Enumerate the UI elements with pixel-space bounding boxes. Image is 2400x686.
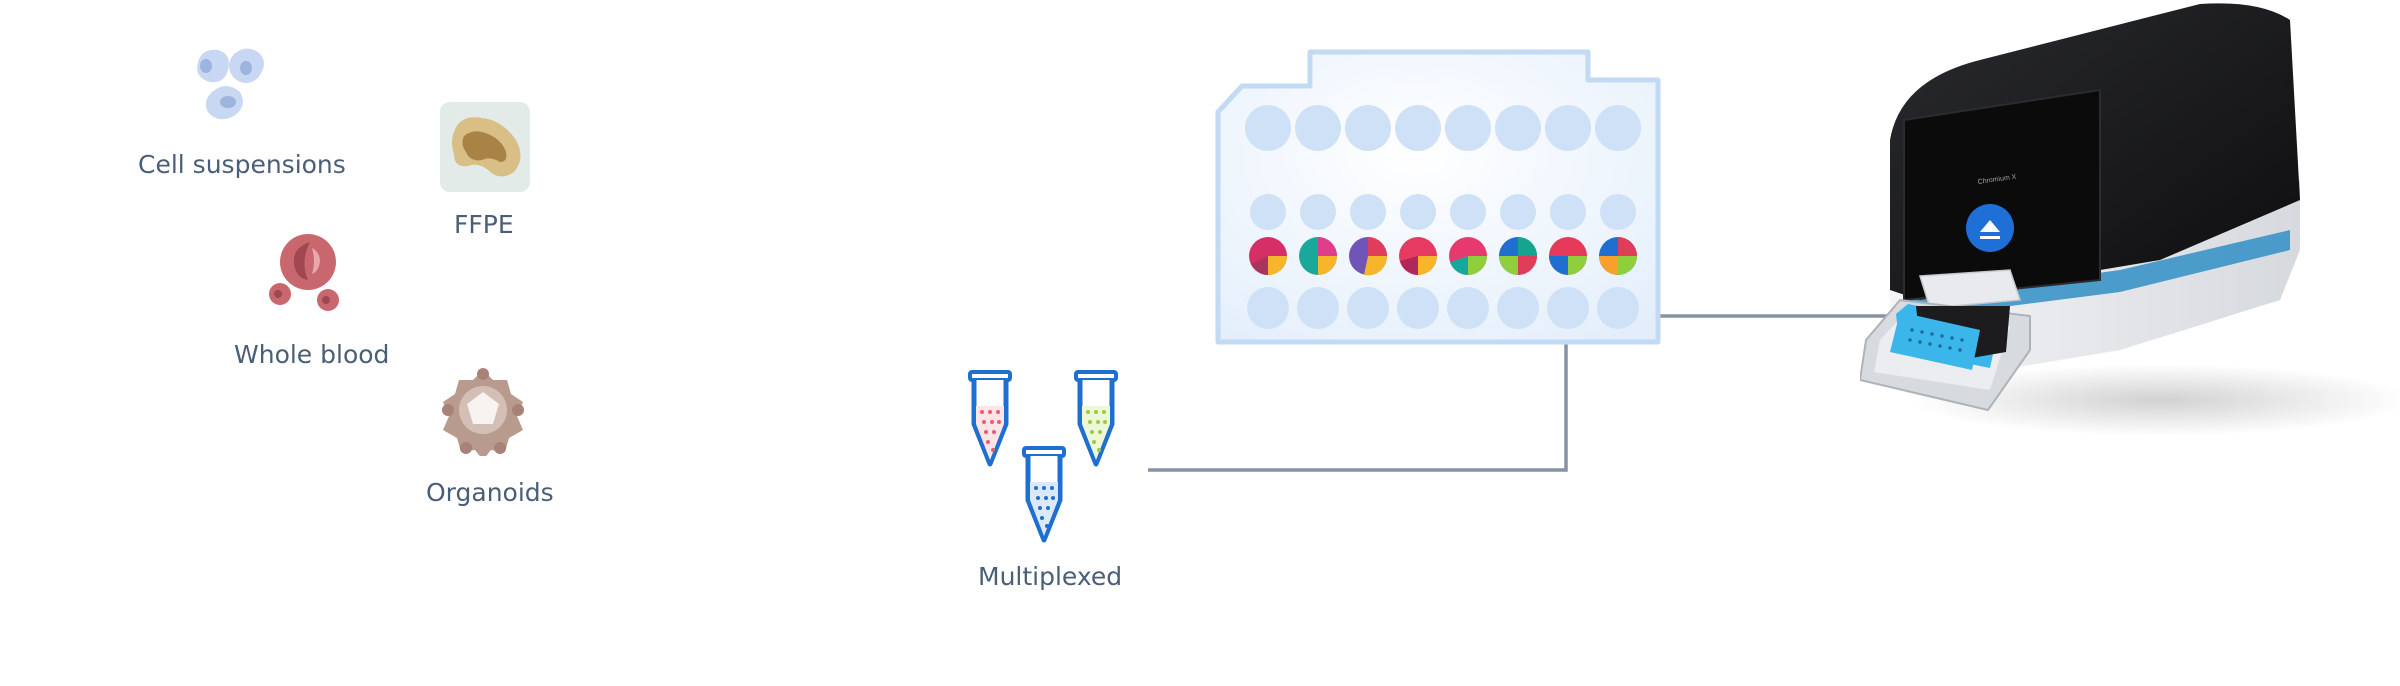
ffpe-label: FFPE <box>454 210 514 239</box>
sample-well-4 <box>1399 237 1437 275</box>
chromium-instrument: Chromium X <box>1860 0 2400 460</box>
cell-suspensions-label: Cell suspensions <box>138 150 346 179</box>
sample-well-7 <box>1549 237 1587 275</box>
tube-right-icon <box>1074 370 1118 467</box>
sample-well-2 <box>1299 237 1337 275</box>
organoids-label: Organoids <box>426 478 554 507</box>
sample-well-5 <box>1449 237 1487 275</box>
sample-well-1 <box>1249 237 1287 275</box>
sample-well-3 <box>1349 237 1388 276</box>
sample-well-6 <box>1499 237 1537 275</box>
tube-left-icon <box>968 370 1012 467</box>
cell-suspensions-icon <box>190 44 280 126</box>
whole-blood-icon <box>266 234 346 314</box>
tube-middle-icon <box>1022 446 1066 543</box>
sample-well-8 <box>1599 237 1637 275</box>
organoids-icon <box>440 366 526 456</box>
chip-plate <box>1214 48 1664 348</box>
whole-blood-label: Whole blood <box>234 340 390 369</box>
multiplexed-label: Multiplexed <box>978 562 1123 591</box>
ffpe-icon <box>440 102 530 192</box>
multiplexed-tubes <box>966 368 1126 544</box>
